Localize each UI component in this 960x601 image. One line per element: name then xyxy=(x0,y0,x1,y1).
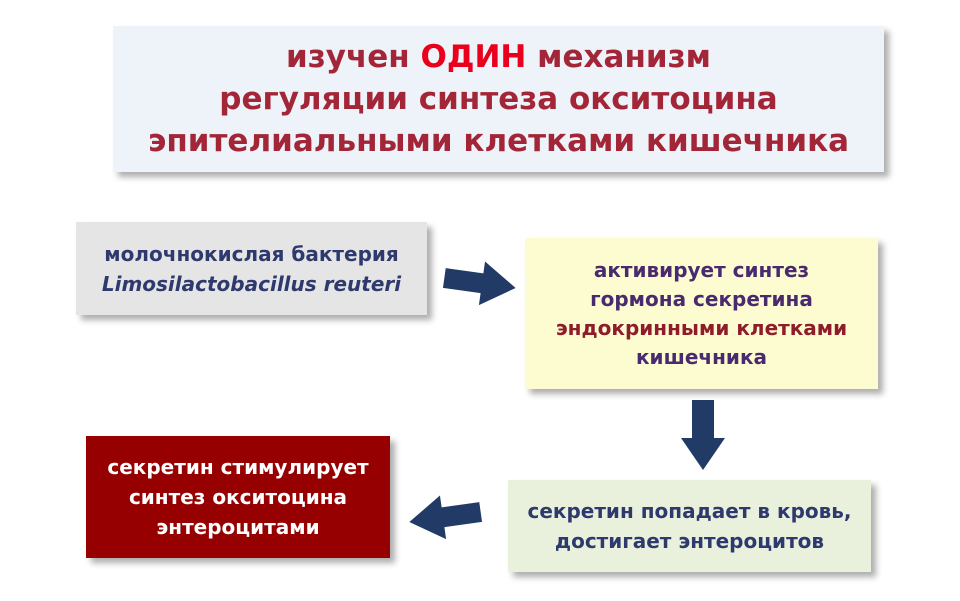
secretin-line-2: синтез окситоцина xyxy=(128,485,348,509)
arrow-right-icon xyxy=(442,261,516,306)
title-line-1: изучен ОДИН механизм xyxy=(286,36,711,78)
arrow-left-icon xyxy=(409,495,483,540)
arrow-down-shape xyxy=(681,400,725,470)
bacteria-line-1: молочнокислая бактерия xyxy=(104,241,399,266)
arrow-down-icon xyxy=(681,400,725,470)
title-line-2: регуляции синтеза окситоцина xyxy=(219,81,778,117)
title-box: изучен ОДИН механизм регуляции синтеза о… xyxy=(113,26,884,172)
activate-line-2: гормона секретина xyxy=(590,286,813,311)
arrow-right-shape xyxy=(442,261,516,306)
secretin-stimulates-box: секретин стимулирует синтез окситоцина э… xyxy=(86,436,390,558)
blood-line-2: достигает энтероцитов xyxy=(554,529,825,553)
secretin-blood-box: секретин попадает в кровь, достигает энт… xyxy=(508,480,871,572)
activate-line-1: активирует синтез xyxy=(593,257,810,282)
secretin-line-1: секретин стимулирует xyxy=(107,455,369,479)
activate-line-4: кишечника xyxy=(635,344,768,369)
blood-line-1: секретин попадает в кровь, xyxy=(527,499,852,523)
activate-line-3: эндокринными клетками xyxy=(555,315,848,340)
bacteria-box: молочнокислая бактерия Limosilactobacill… xyxy=(76,222,427,315)
title-line-1-pre: изучен xyxy=(286,39,421,75)
bacteria-species-name: Limosilactobacillus reuteri xyxy=(101,271,402,296)
title-highlight: ОДИН xyxy=(420,39,527,75)
secretin-line-3: энтероцитами xyxy=(156,515,320,539)
title-line-3: эпителиальными клетками кишечника xyxy=(147,123,850,159)
arrow-left-shape xyxy=(409,495,483,540)
title-line-1-post: механизм xyxy=(526,39,711,75)
activate-secretin-box: активирует синтез гормона секретина эндо… xyxy=(525,238,878,389)
